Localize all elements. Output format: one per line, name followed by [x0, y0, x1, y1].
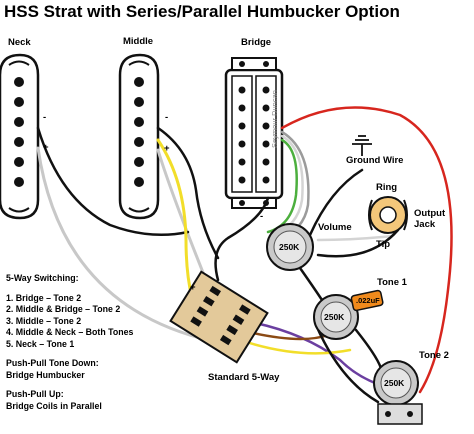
- legend-position-3: 3. Middle – Tone 2: [6, 315, 82, 326]
- push-pull-down-value: Bridge Humbucker: [6, 369, 85, 380]
- wire-switch-yellow2: [238, 338, 352, 355]
- tone2-label: Tone 2: [419, 350, 449, 361]
- wire-hb-red: [280, 106, 453, 394]
- neck-pickup: [0, 53, 40, 220]
- wire-hb-black: [214, 196, 270, 282]
- switch-label: Standard 5-Way: [208, 372, 280, 383]
- wire-gray-ground: [36, 146, 202, 340]
- ground-wire-label: Ground Wire: [346, 155, 404, 166]
- legend-position-2: 2. Middle & Bridge – Tone 2: [6, 304, 121, 314]
- tone1-pot: [313, 294, 359, 340]
- push-pull-up-heading: Push-Pull Up:: [6, 389, 64, 399]
- volume-label: Volume: [318, 222, 352, 233]
- brand-label: Seymour Duncan: [270, 90, 279, 148]
- tone2-pot-value: 250K: [384, 378, 405, 388]
- push-pull-down-heading: Push-Pull Tone Down:: [6, 358, 99, 368]
- bridge-label: Bridge: [241, 37, 272, 48]
- volume-pot-value: 250K: [279, 242, 300, 252]
- middle-pickup: [118, 53, 160, 220]
- legend-position-4: 4. Middle & Neck – Both Tones: [6, 327, 134, 337]
- diagram-title: HSS Strat with Series/Parallel Humbucker…: [4, 2, 400, 21]
- wire-vol-tone1: [298, 266, 324, 302]
- wire-tone1-tone2: [354, 328, 384, 374]
- output-jack: [368, 196, 408, 234]
- neck-minus: -: [43, 112, 47, 123]
- wire-jack-tip: [316, 234, 394, 242]
- tone1-pot-value: 250K: [324, 312, 345, 322]
- tip-label: Tip: [376, 239, 391, 250]
- hb-minus: -: [260, 211, 264, 222]
- wire-gray-ground-2: [156, 148, 208, 282]
- output-jack-label: Output Jack: [414, 208, 446, 230]
- wire-middle-black: [156, 126, 220, 260]
- wire-tone-ground: [314, 323, 380, 404]
- tone-capacitor: [350, 289, 384, 312]
- push-pull-up-value: Bridge Coils in Parallel: [6, 400, 102, 411]
- legend-position-5: 5. Neck – Tone 1: [6, 338, 75, 349]
- legend-position-1: 1. Bridge – Tone 2: [6, 292, 82, 303]
- middle-plus: +: [164, 143, 170, 154]
- switching-legend: 5-Way Switching: 1. Bridge – Tone 2 2. M…: [6, 273, 133, 412]
- volume-pot: [266, 223, 314, 271]
- wire-neck-black: [36, 126, 190, 237]
- bridge-humbucker: [224, 57, 284, 209]
- ground-icon: [352, 135, 372, 156]
- wire-switch-purple: [238, 318, 392, 390]
- neck-plus: +: [43, 142, 49, 153]
- wire-ground: [308, 168, 364, 237]
- five-way-switch: [169, 270, 269, 364]
- tone2-pot: [373, 360, 423, 425]
- switch-plus: +: [190, 282, 196, 293]
- tone1-label: Tone 1: [377, 277, 407, 288]
- middle-label: Middle: [123, 36, 154, 47]
- neck-label: Neck: [8, 37, 31, 48]
- ring-label: Ring: [376, 182, 398, 193]
- middle-minus: -: [165, 112, 169, 123]
- wire-jack-ring: [316, 228, 400, 258]
- capacitor-value: .022uF: [356, 296, 380, 305]
- legend-heading: 5-Way Switching:: [6, 273, 79, 283]
